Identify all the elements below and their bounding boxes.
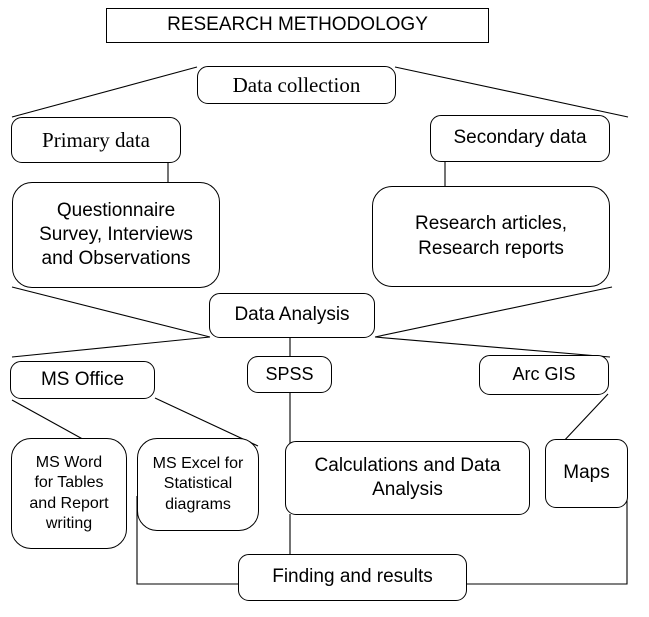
research-articles-box: Research articles, Research reports — [372, 186, 610, 287]
secondary-data-box: Secondary data — [430, 115, 610, 162]
data-analysis-box: Data Analysis — [209, 293, 375, 338]
primary-data-box: Primary data — [11, 117, 181, 163]
calculations-box: Calculations and Data Analysis — [285, 441, 530, 515]
spss-box: SPSS — [247, 356, 332, 393]
questionnaire-box: Questionnaire Survey, Interviews and Obs… — [12, 182, 220, 288]
arc-gis-box: Arc GIS — [479, 355, 609, 395]
ms-office-box: MS Office — [10, 361, 155, 399]
ms-excel-box: MS Excel for Statistical diagrams — [137, 438, 259, 531]
title-box: RESEARCH METHODOLOGY — [106, 8, 489, 43]
data-collection-box: Data collection — [197, 66, 396, 104]
maps-box: Maps — [545, 439, 628, 508]
findings-box: Finding and results — [238, 554, 467, 601]
ms-word-box: MS Word for Tables and Report writing — [11, 438, 127, 549]
